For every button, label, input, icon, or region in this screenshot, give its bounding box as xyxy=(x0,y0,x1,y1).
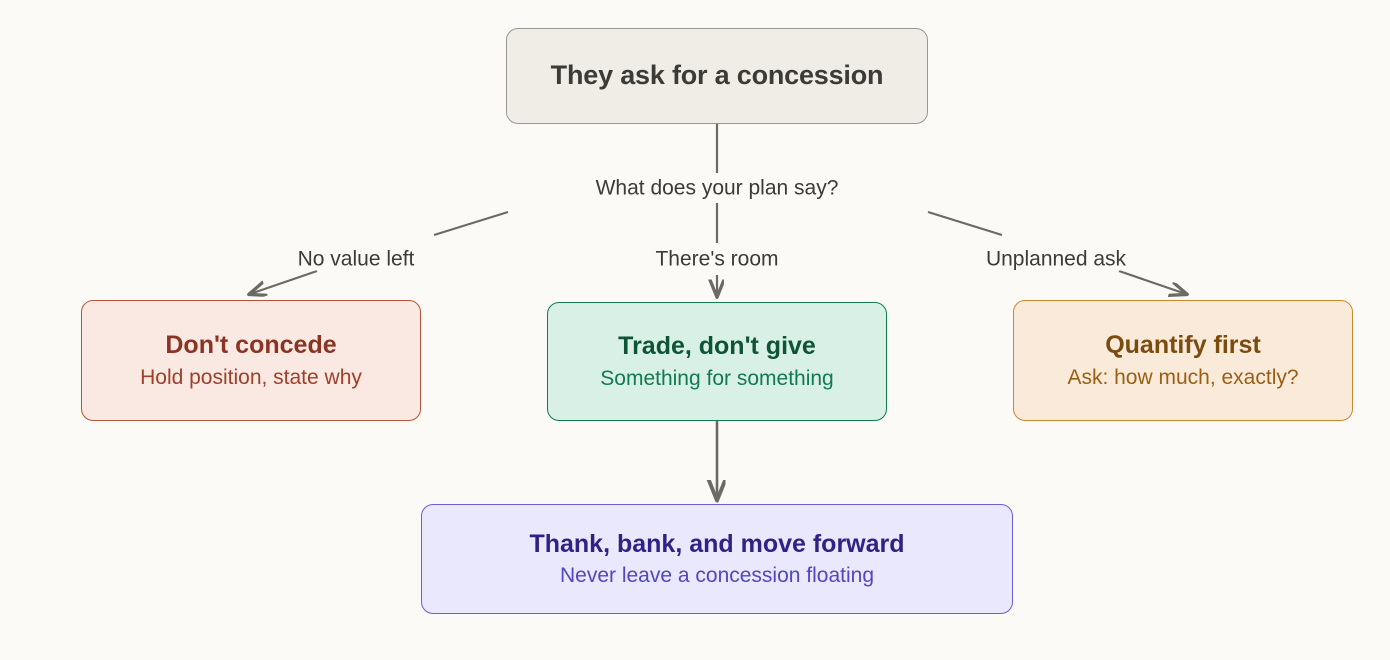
node-trade-subtitle: Something for something xyxy=(600,366,834,390)
edge-label-theres-room: There's room xyxy=(648,247,786,271)
edge-left-upper xyxy=(433,210,509,237)
node-dont-concede-subtitle: Hold position, state why xyxy=(140,365,362,389)
node-dont-concede-title: Don't concede xyxy=(165,331,337,360)
node-trade-title: Trade, don't give xyxy=(618,332,816,361)
edge-left-lower xyxy=(250,269,318,294)
node-root-title: They ask for a concession xyxy=(550,60,884,91)
edge-label-no-value-left: No value left xyxy=(290,247,422,271)
node-dont-concede[interactable]: Don't concede Hold position, state why xyxy=(81,300,421,421)
node-quantify-first[interactable]: Quantify first Ask: how much, exactly? xyxy=(1013,300,1353,421)
edge-right-upper xyxy=(927,210,1003,237)
edge-label-unplanned-ask: Unplanned ask xyxy=(978,247,1134,271)
node-quantify-subtitle: Ask: how much, exactly? xyxy=(1067,365,1299,389)
edge-right-lower xyxy=(1118,269,1186,294)
node-thank-bank-move-forward[interactable]: Thank, bank, and move forward Never leav… xyxy=(421,504,1013,614)
node-thank-subtitle: Never leave a concession floating xyxy=(559,563,874,587)
node-thank-title: Thank, bank, and move forward xyxy=(529,530,905,559)
node-they-ask-for-a-concession[interactable]: They ask for a concession xyxy=(506,28,928,124)
node-quantify-title: Quantify first xyxy=(1105,331,1261,360)
edge-label-decision: What does your plan say? xyxy=(588,176,846,200)
node-trade-dont-give[interactable]: Trade, don't give Something for somethin… xyxy=(547,302,887,421)
